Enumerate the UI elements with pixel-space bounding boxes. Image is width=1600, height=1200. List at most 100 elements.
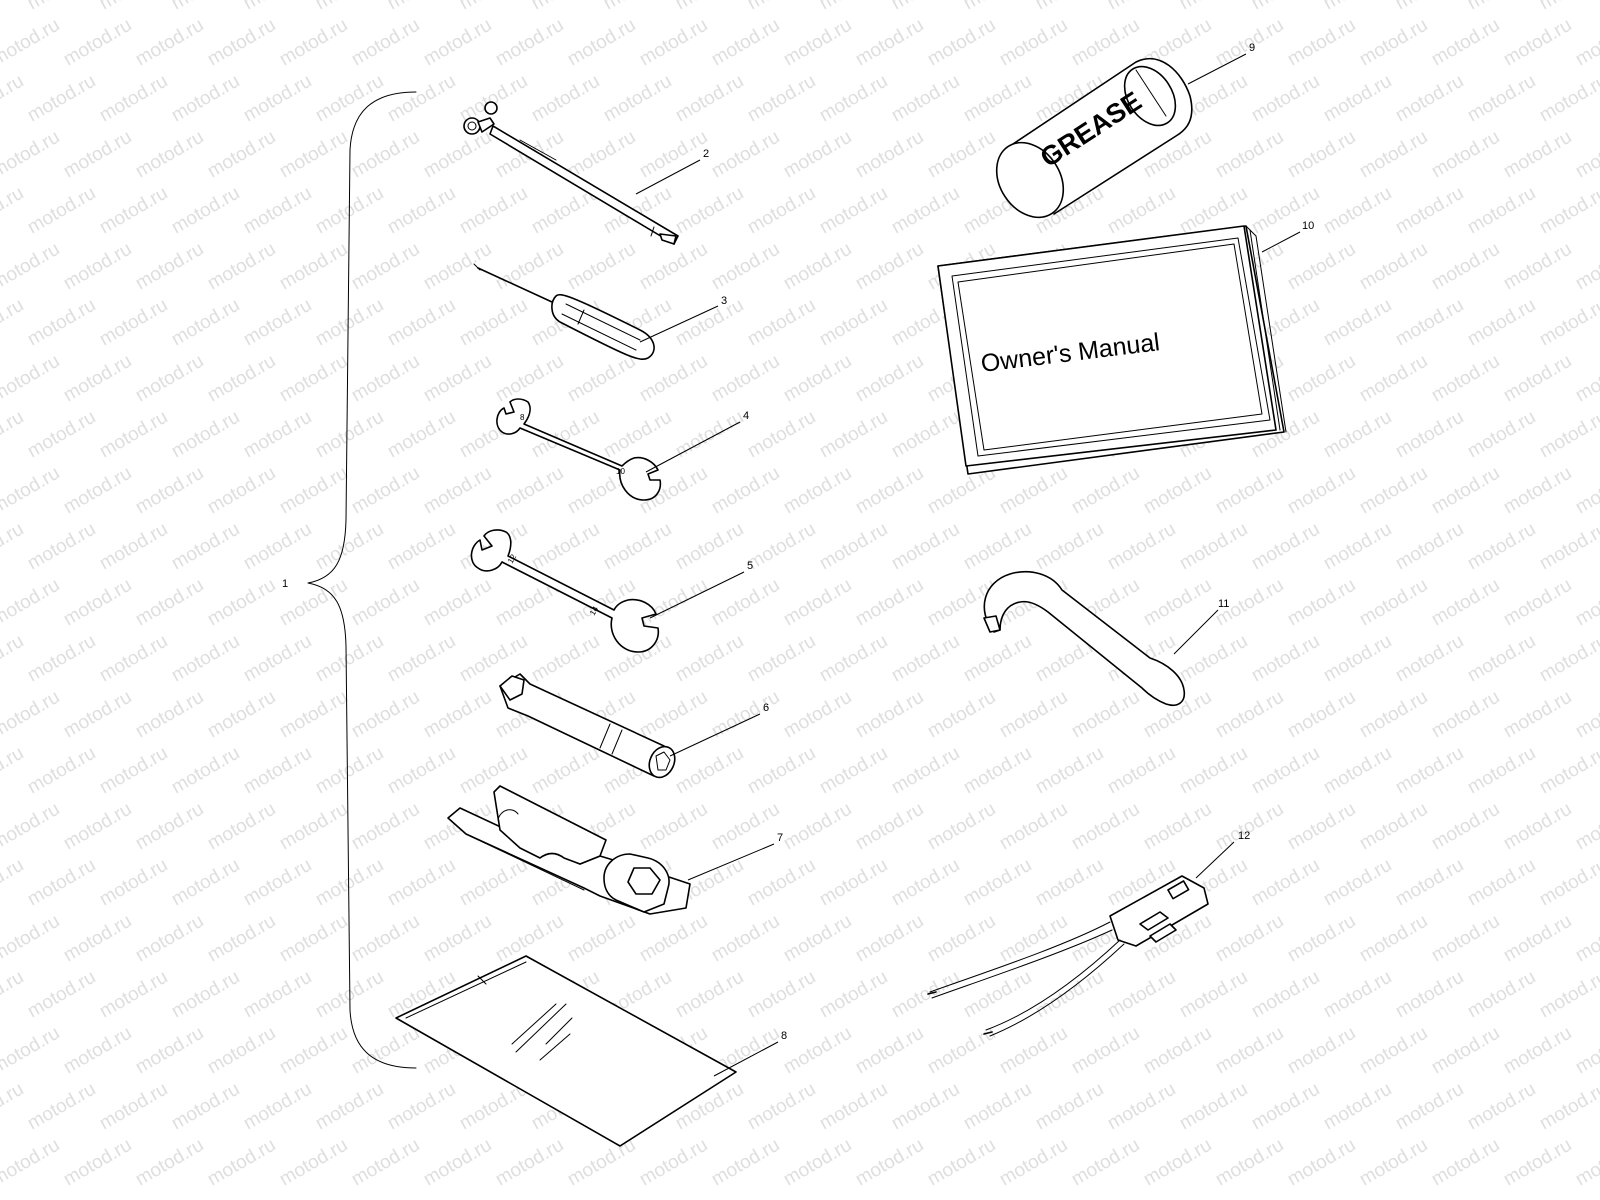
watermark-text: motod.ru (348, 127, 423, 183)
watermark-text: motod.ru (1140, 463, 1215, 519)
watermark-text: motod.ru (276, 351, 351, 407)
watermark-text: motod.ru (168, 631, 243, 687)
watermark-text: motod.ru (168, 519, 243, 575)
watermark-text: motod.ru (780, 1135, 855, 1191)
watermark-text: motod.ru (1320, 0, 1395, 14)
watermark-text: motod.ru (276, 463, 351, 519)
watermark-text: motod.ru (1284, 799, 1359, 855)
watermark-text: motod.ru (348, 1023, 423, 1079)
watermark-text: motod.ru (852, 15, 927, 71)
watermark-text: motod.ru (528, 519, 603, 575)
watermark-text: motod.ru (96, 407, 171, 463)
watermark-text: motod.ru (1464, 967, 1539, 1023)
watermark-text: motod.ru (1284, 1135, 1359, 1191)
watermark-text: motod.ru (132, 687, 207, 743)
watermark-text: motod.ru (132, 799, 207, 855)
watermark-text: motod.ru (0, 967, 27, 1023)
watermark-text: motod.ru (1536, 0, 1600, 14)
watermark-text: motod.ru (1500, 127, 1575, 183)
watermark-text: motod.ru (0, 687, 63, 743)
watermark-text: motod.ru (1140, 799, 1215, 855)
watermark-text: motod.ru (852, 799, 927, 855)
watermark-text: motod.ru (816, 967, 891, 1023)
watermark-text: motod.ru (276, 687, 351, 743)
watermark-text: motod.ru (1212, 799, 1287, 855)
watermark-text: motod.ru (60, 15, 135, 71)
watermark-text: motod.ru (0, 575, 63, 631)
wrench-4-size-a: 8 (520, 413, 525, 422)
watermark-text: motod.ru (708, 15, 783, 71)
watermark-text: motod.ru (816, 1079, 891, 1135)
watermark-text: motod.ru (456, 183, 531, 239)
watermark-text: motod.ru (1284, 239, 1359, 295)
watermark-text: motod.ru (132, 351, 207, 407)
watermark-text: motod.ru (1140, 1135, 1215, 1191)
watermark-text: motod.ru (240, 855, 315, 911)
watermark-text: motod.ru (1392, 71, 1467, 127)
watermark-text: motod.ru (672, 631, 747, 687)
watermark-text: motod.ru (744, 519, 819, 575)
watermark-text: motod.ru (1284, 911, 1359, 967)
watermark-text: motod.ru (1284, 575, 1359, 631)
watermark-text: motod.ru (348, 463, 423, 519)
watermark-text: motod.ru (420, 15, 495, 71)
watermark-text: motod.ru (1500, 239, 1575, 295)
watermark-text: motod.ru (1356, 127, 1431, 183)
watermark-text: motod.ru (636, 799, 711, 855)
watermark-text: motod.ru (1572, 463, 1600, 519)
watermark-text: motod.ru (456, 855, 531, 911)
watermark-text: motod.ru (780, 239, 855, 295)
watermark-text: motod.ru (1428, 15, 1503, 71)
watermark-text: motod.ru (312, 855, 387, 911)
watermark-text: motod.ru (1500, 911, 1575, 967)
watermark-text: motod.ru (924, 15, 999, 71)
watermark-text: motod.ru (384, 407, 459, 463)
watermark-text: motod.ru (420, 463, 495, 519)
watermark-text: motod.ru (168, 855, 243, 911)
watermark-text: motod.ru (132, 239, 207, 295)
watermark-text: motod.ru (780, 1023, 855, 1079)
watermark-text: motod.ru (384, 71, 459, 127)
watermark-text: motod.ru (1356, 799, 1431, 855)
watermark-text: motod.ru (852, 1135, 927, 1191)
watermark-text: motod.ru (960, 743, 1035, 799)
watermark-text: motod.ru (1284, 687, 1359, 743)
watermark-text: motod.ru (1176, 743, 1251, 799)
watermark-text: motod.ru (600, 407, 675, 463)
watermark-text: motod.ru (204, 127, 279, 183)
watermark-text: motod.ru (0, 463, 63, 519)
watermark-text: motod.ru (0, 295, 27, 351)
watermark-text: motod.ru (744, 631, 819, 687)
watermark-text: motod.ru (1356, 351, 1431, 407)
watermark-text: motod.ru (1320, 519, 1395, 575)
watermark-text: motod.ru (1284, 127, 1359, 183)
watermark-text: motod.ru (312, 1079, 387, 1135)
watermark-text: motod.ru (240, 519, 315, 575)
watermark-text: motod.ru (240, 1079, 315, 1135)
watermark-text: motod.ru (492, 351, 567, 407)
watermark-text: motod.ru (1320, 295, 1395, 351)
watermark-text: motod.ru (1500, 15, 1575, 71)
callout-6: 6 (763, 702, 769, 714)
watermark-text: motod.ru (960, 0, 1035, 14)
item-12-wire-harness (927, 875, 1209, 1037)
watermark-text: motod.ru (96, 295, 171, 351)
watermark-text: motod.ru (420, 239, 495, 295)
watermark-text: motod.ru (816, 71, 891, 127)
watermark-text: motod.ru (0, 1079, 27, 1135)
watermark-text: motod.ru (60, 127, 135, 183)
watermark-text: motod.ru (888, 631, 963, 687)
watermark-text: motod.ru (1392, 967, 1467, 1023)
watermark-text: motod.ru (1500, 1135, 1575, 1191)
watermark-text: motod.ru (276, 799, 351, 855)
watermark-text: motod.ru (996, 15, 1071, 71)
watermark-text: motod.ru (96, 183, 171, 239)
watermark-text: motod.ru (60, 799, 135, 855)
watermark-text: motod.ru (1464, 519, 1539, 575)
watermark-text: motod.ru (96, 1079, 171, 1135)
watermark-text: motod.ru (1392, 295, 1467, 351)
watermark-text: motod.ru (1572, 15, 1600, 71)
watermark-text: motod.ru (1248, 743, 1323, 799)
wrench-4-size-b: 10 (616, 467, 625, 476)
watermark-text: motod.ru (888, 71, 963, 127)
